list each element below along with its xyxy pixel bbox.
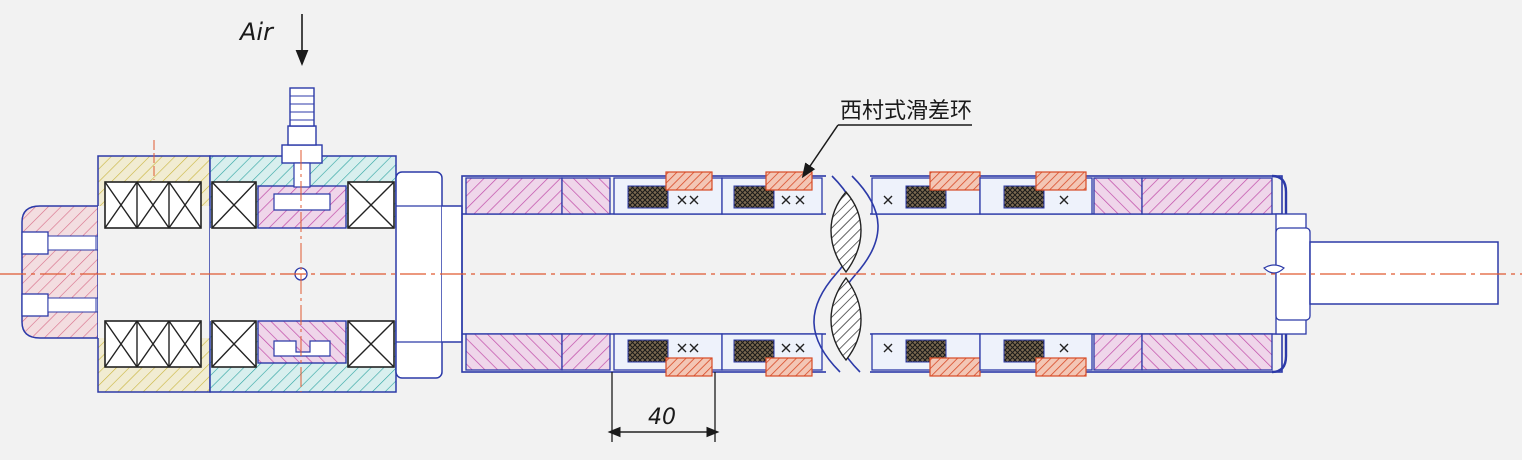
air-fitting	[281, 87, 323, 188]
slip-ring-callout: 西村式滑差环	[801, 99, 972, 179]
break-section	[813, 170, 879, 380]
slip-ring-unit-2	[721, 171, 823, 377]
slip-ring-unit-4	[979, 171, 1093, 377]
sleeve-right	[1093, 177, 1273, 371]
air-label: Air	[238, 18, 275, 46]
bearing-left-top	[104, 181, 202, 229]
bearing-mid-bottom-a	[211, 320, 257, 368]
bearing-left-bottom	[104, 320, 202, 368]
dimension-40: 40	[607, 372, 720, 442]
air-annotation: Air	[238, 14, 309, 66]
bearing-mid-top-a	[211, 181, 257, 229]
hex-nut	[395, 171, 463, 379]
dimension-label: 40	[648, 405, 676, 430]
bearing-mid-top-b	[347, 181, 395, 229]
slip-ring-unit-1	[613, 171, 723, 377]
bearing-mid-bottom-b	[347, 320, 395, 368]
slip-ring-unit-3	[871, 171, 981, 377]
sleeve-left	[465, 177, 611, 371]
left-cap	[21, 205, 109, 339]
slip-ring-label: 西村式滑差环	[840, 99, 972, 124]
